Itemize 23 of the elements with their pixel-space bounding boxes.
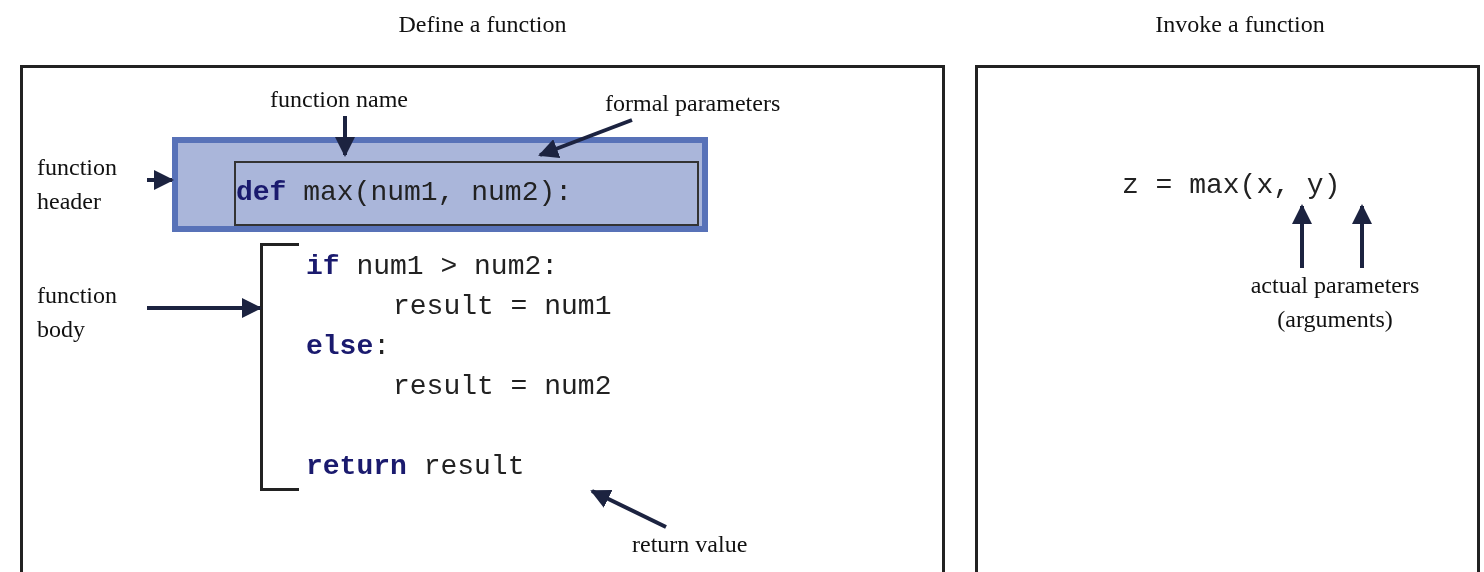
code-line: else: bbox=[306, 330, 391, 364]
code-line: def max(num1, num2): bbox=[236, 176, 573, 210]
annotation-label: actual parameters (arguments) bbox=[1249, 271, 1421, 334]
signature-box bbox=[234, 161, 699, 226]
arrow bbox=[147, 170, 174, 190]
arrow bbox=[1292, 204, 1312, 268]
arrow bbox=[147, 298, 262, 318]
annotation-label: function body bbox=[37, 281, 118, 344]
header-highlight bbox=[172, 137, 708, 232]
code-line: return result bbox=[306, 450, 525, 484]
panel-title: Define a function bbox=[397, 10, 568, 39]
arrow bbox=[590, 489, 667, 529]
arrow bbox=[1352, 204, 1372, 268]
annotation-label: function header bbox=[37, 153, 118, 216]
arrow bbox=[538, 118, 633, 158]
code-line: z = max(x, y) bbox=[1122, 169, 1341, 203]
code-line: result = num2 bbox=[393, 370, 612, 404]
code-line: if num1 > num2: bbox=[306, 250, 559, 284]
code-line: result = num1 bbox=[393, 290, 612, 324]
panel-title: Invoke a function bbox=[1154, 10, 1326, 39]
annotation-label: return value bbox=[632, 530, 749, 559]
annotation-label: function name bbox=[270, 85, 409, 114]
annotation-label: formal parameters bbox=[605, 89, 782, 118]
